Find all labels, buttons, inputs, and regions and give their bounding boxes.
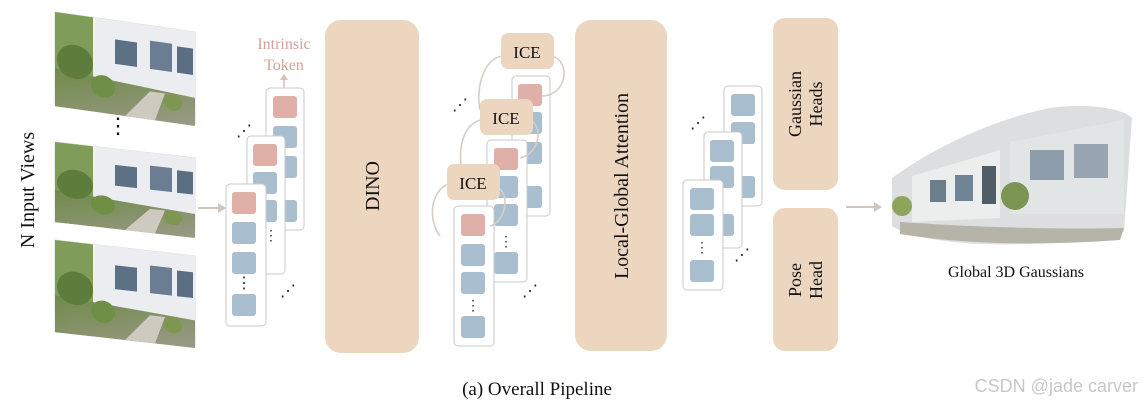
svg-text:⋮: ⋮ [695,241,709,256]
ice-box-2: ICE [480,99,533,135]
gaussian-heads-label-line1: Gaussian [785,71,805,137]
post-attention-ellipsis-top: ⋰ [690,115,706,132]
token-stack-3: ⋮ [225,183,267,327]
local-global-attention-block: Local-Global Attention [575,20,667,351]
intrinsic-token-label-line2: Token [264,57,304,74]
svg-text:⋮: ⋮ [236,275,252,292]
gaussian-heads-label-line2: Heads [806,82,826,127]
arrow-heads-to-output [846,202,882,212]
ice-label-3: ICE [459,174,486,193]
svg-text:⋰: ⋰ [522,283,538,300]
post-attention-ellipsis-bottom: ⋰ [734,247,750,264]
input-view-image-1 [54,11,196,127]
pose-head-label-line1: Pose [785,263,805,297]
global-3d-gaussians-image [892,105,1132,245]
gaussian-heads-block: Gaussian Heads [773,18,838,190]
ice-label-2: ICE [492,109,519,128]
watermark-text: CSDN @jade carver [975,376,1138,396]
ice-stacks-ellipsis: ⋰ [452,97,468,114]
stack-ellipsis-bottom: ⋰ [280,283,296,300]
pose-head-block: Pose Head [773,208,838,351]
arrow-images-to-tokens [198,203,226,213]
dino-block: DINO [325,20,419,353]
local-global-attention-label: Local-Global Attention [611,93,633,279]
ice-label-1: ICE [513,43,540,62]
ice-box-3: ICE [447,164,500,200]
svg-text:⋮: ⋮ [499,235,513,250]
input-views-ellipsis: ⋮ [107,113,129,138]
svg-text:⋮: ⋮ [264,229,278,244]
input-view-image-3 [54,239,196,348]
figure-caption: (a) Overall Pipeline [462,379,612,400]
dino-label: DINO [362,161,384,211]
svg-text:⋮: ⋮ [466,299,480,314]
stack-ellipsis-top: ⋰ [236,123,252,140]
intrinsic-token-label-line1: Intrinsic [257,36,310,53]
pose-head-label-line2: Head [806,261,826,299]
ice-token-stack-3: ⋮ [453,205,495,347]
input-view-image-2 [54,141,196,238]
ice-box-1: ICE [501,33,554,69]
post-token-stack-3: ⋮ [682,179,724,291]
input-views-label: N Input Views [17,132,39,248]
global-3d-gaussians-label: Global 3D Gaussians [948,264,1084,281]
